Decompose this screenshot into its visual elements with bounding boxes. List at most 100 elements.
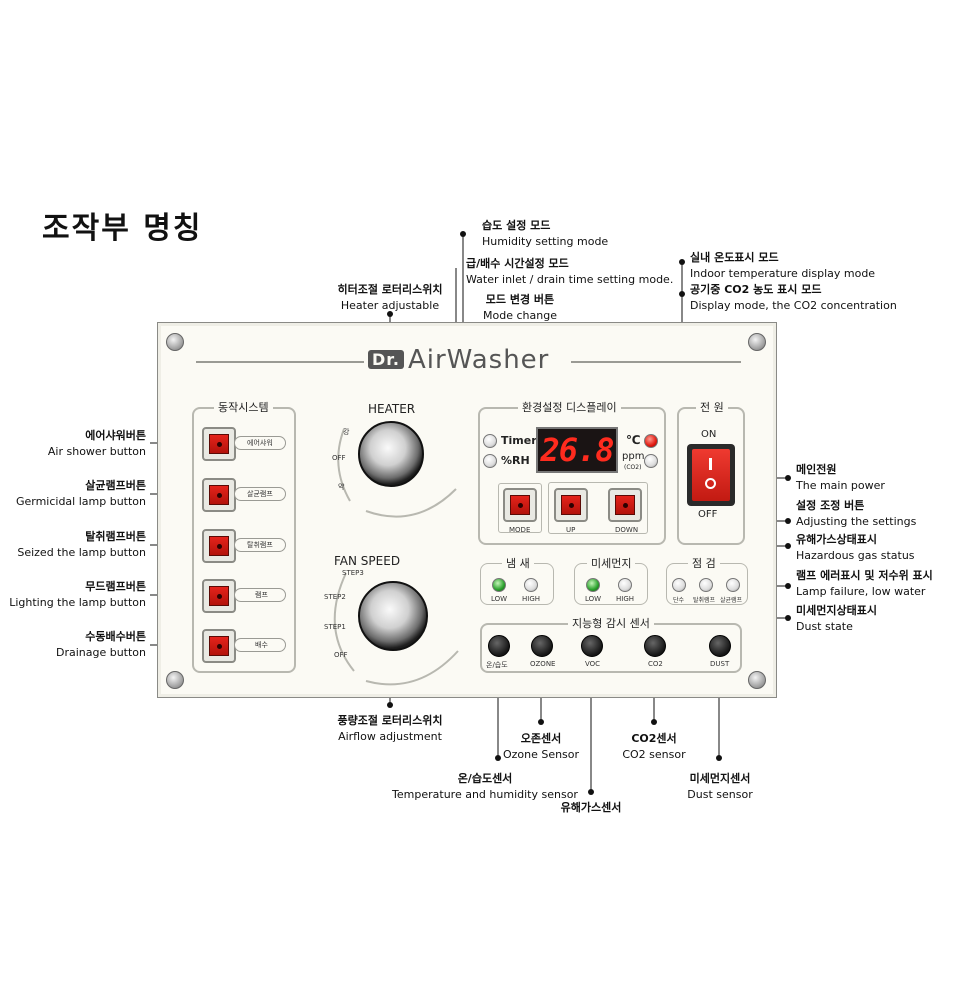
mood-lamp-label: 램프 [234, 588, 286, 602]
screw-icon [748, 333, 766, 351]
odor-low-led [492, 578, 506, 592]
fine-dust-low-led [586, 578, 600, 592]
co2-label: CO2 [648, 660, 663, 668]
callout-voc: 유해가스센서 [560, 801, 622, 814]
fan-step3-label: STEP3 [342, 569, 364, 577]
power-off-label: OFF [698, 509, 718, 520]
air-shower-label: 에어샤워 [234, 436, 286, 450]
celsius-label: ℃ [626, 433, 641, 447]
down-button[interactable] [608, 488, 642, 522]
fan-arc [333, 572, 459, 686]
up-button[interactable] [554, 488, 588, 522]
up-down-frame [548, 482, 648, 534]
power-title: 전 원 [696, 399, 728, 415]
down-button-label: DOWN [615, 526, 639, 534]
heater-knob[interactable] [358, 421, 424, 487]
mode-button[interactable] [503, 488, 537, 522]
brand-divider [196, 361, 364, 363]
ppm-label: ppm [622, 451, 645, 462]
heater-title: HEATER [368, 402, 416, 416]
up-button-label: UP [566, 526, 576, 534]
voc-sensor [581, 635, 603, 657]
fine-dust-high-label: HIGH [616, 595, 635, 603]
voc-label: VOC [585, 660, 601, 668]
deodorize-lamp-led [699, 578, 713, 592]
fan-speed-title: FAN SPEED [334, 554, 401, 568]
ozone-sensor [531, 635, 553, 657]
fine-dust-low-label: LOW [585, 595, 602, 603]
brand-divider [571, 361, 741, 363]
inspection-title: 점 검 [688, 555, 720, 571]
drain-label: 배수 [234, 638, 286, 652]
operation-system-title: 동작시스템 [214, 399, 273, 415]
brand-name: AirWasher [407, 345, 550, 375]
mode-button-frame [498, 483, 542, 533]
germicidal-lamp-label: 살균램프 [720, 597, 743, 604]
odor-high-led [524, 578, 538, 592]
rh-led [483, 454, 497, 468]
deodorize-lamp-label: 탈취램프 [234, 538, 286, 552]
no-water-label: 단수 [673, 597, 685, 604]
brand-logo: Dr.AirWasher [368, 345, 549, 375]
temp-humidity-sensor [488, 635, 510, 657]
air-shower-button[interactable] [202, 427, 236, 461]
temp-humidity-label: 온/습도 [486, 661, 508, 669]
screw-icon [166, 671, 184, 689]
fan-step1-label: STEP1 [324, 623, 346, 631]
germicidal-lamp-label: 살균램프 [234, 487, 286, 501]
fine-dust-high-led [618, 578, 632, 592]
dust-sensor [709, 635, 731, 657]
brand-prefix: Dr. [368, 350, 404, 369]
sensor-title: 지능형 감시 센서 [568, 615, 654, 631]
fan-step2-label: STEP2 [324, 593, 346, 601]
odor-high-label: HIGH [522, 595, 541, 603]
mode-button-label: MODE [509, 526, 531, 534]
deodorize-lamp-label: 탈취램프 [693, 597, 716, 604]
screw-icon [166, 333, 184, 351]
page-title: 조작부 명칭 [42, 211, 203, 246]
odor-title: 냄 새 [502, 555, 534, 571]
fan-off-label: OFF [334, 651, 348, 659]
celsius-led [644, 434, 658, 448]
ozone-label: OZONE [530, 660, 556, 668]
fan-speed-knob[interactable] [358, 581, 428, 651]
deodorize-lamp-button[interactable] [202, 529, 236, 563]
drain-button[interactable] [202, 629, 236, 663]
co2-sublabel: (CO2) [624, 464, 642, 471]
odor-low-label: LOW [491, 595, 508, 603]
rh-label: %RH [501, 454, 530, 467]
heater-arc [337, 428, 457, 518]
heater-strong-label: 강 [343, 428, 350, 436]
co2-sensor [644, 635, 666, 657]
timer-led [483, 434, 497, 448]
timer-label: Timer [501, 434, 537, 447]
fine-dust-title: 미세먼지 [587, 555, 636, 571]
screw-icon [748, 671, 766, 689]
germicidal-lamp-button[interactable] [202, 478, 236, 512]
main-power-switch[interactable] [687, 444, 735, 506]
power-on-label: ON [701, 429, 717, 440]
germicidal-lamp-led [726, 578, 740, 592]
ppm-led [644, 454, 658, 468]
mood-lamp-button[interactable] [202, 579, 236, 613]
